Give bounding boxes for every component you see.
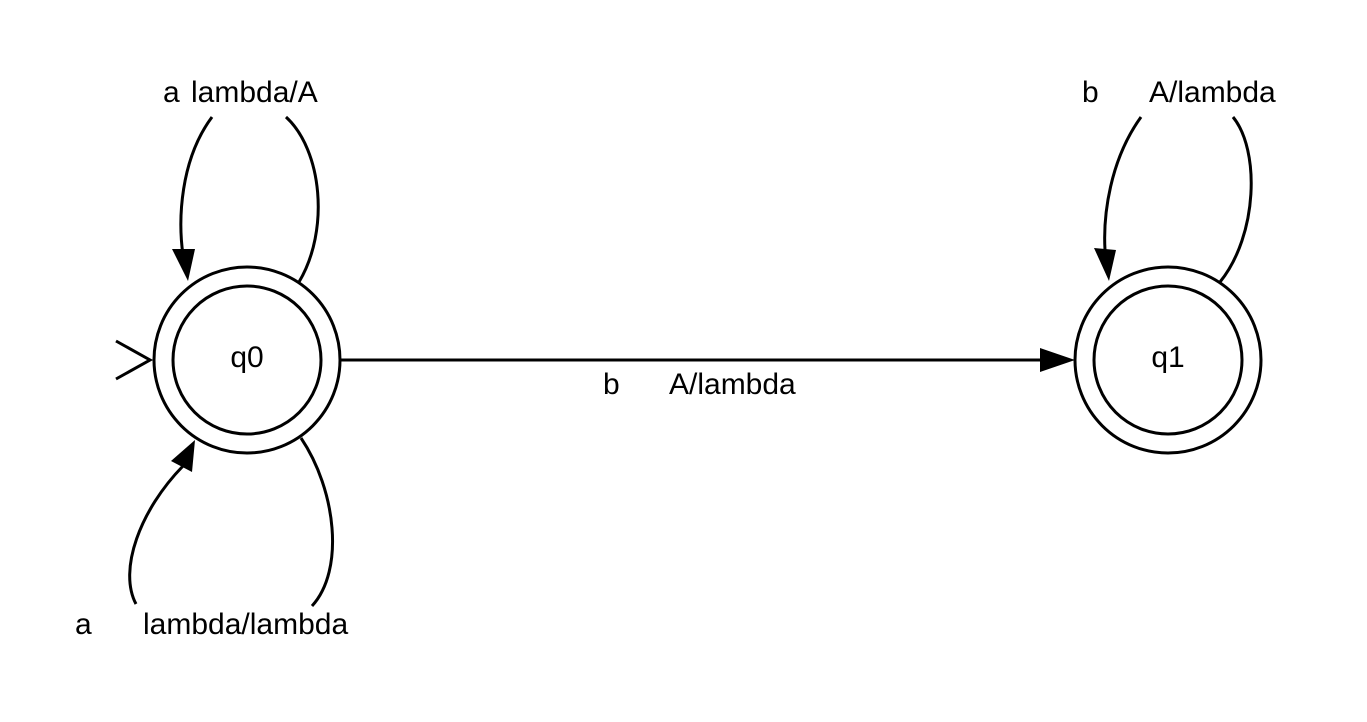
- transition-q0-to-q1[interactable]: b A/lambda: [341, 348, 1075, 401]
- transition-q1-loop-top-arrowhead: [1094, 248, 1116, 281]
- state-q0[interactable]: q0: [152, 265, 342, 455]
- transition-q0-to-q1-input: b: [603, 368, 620, 401]
- transition-q0-to-q1-arrowhead: [1040, 348, 1075, 372]
- initial-state-marker: [115, 339, 154, 381]
- state-q0-inner-ring: [171, 284, 323, 436]
- state-q0-label: q0: [230, 341, 263, 374]
- transition-q1-loop-top-stack: A/lambda: [1149, 76, 1276, 109]
- transition-q0-loop-bottom-curve: [128, 437, 335, 608]
- transition-q0-loop-bottom-stack: lambda/lambda: [143, 608, 348, 641]
- transition-q0-loop-bottom-arrowhead: [171, 440, 195, 472]
- transition-q1-loop-top-input: b: [1082, 76, 1099, 109]
- state-q1-label: q1: [1151, 341, 1184, 374]
- transition-q0-loop-top-stack: lambda/A: [191, 76, 318, 109]
- transition-q0-loop-bottom[interactable]: a lambda/lambda: [75, 437, 348, 641]
- transition-q0-loop-bottom-input: a: [75, 608, 92, 641]
- transition-q0-to-q1-stack: A/lambda: [669, 368, 796, 401]
- transition-q0-loop-top[interactable]: a lambda/A: [163, 76, 320, 283]
- transition-q1-loop-top-curve: [1103, 116, 1253, 283]
- transition-q1-loop-top[interactable]: b A/lambda: [1082, 76, 1276, 283]
- transition-q0-loop-top-input: a: [163, 76, 180, 109]
- transition-q0-loop-top-arrowhead: [172, 249, 195, 281]
- transition-q0-loop-top-curve: [179, 115, 320, 283]
- state-q1[interactable]: q1: [1073, 265, 1263, 455]
- state-q1-inner-ring: [1092, 284, 1244, 436]
